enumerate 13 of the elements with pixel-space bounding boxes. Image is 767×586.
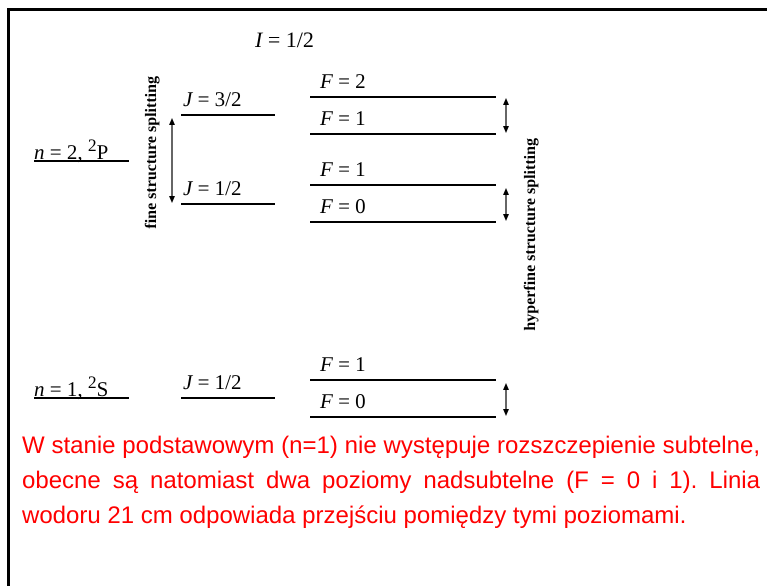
caption-text: W stanie podstawowym (n=1) nie występuje rozszczepienie subtelne, obecne są natomiast dwa poziomy nadsubtelne (F = 0 i 1). Linia wodoru 21 cm odpowiada przejściu pomiędzy tymi poziomami. [22,431,760,531]
energy-level: F = 1 [310,107,496,135]
splitting-label: fine structure splitting [143,76,161,229]
energy-level: J = 3/2 [181,88,275,116]
energy-level: J = 1/2 [181,177,275,205]
energy-level: F = 0 [310,390,496,418]
nuclear-spin-label: I = 1/2 [255,27,314,53]
energy-level: F = 1 [310,353,496,381]
energy-level: J = 1/2 [181,371,275,399]
energy-level: F = 1 [310,158,496,186]
energy-level: F = 2 [310,70,496,98]
splitting-label: hyperfine structure splitting [522,138,540,331]
energy-level: F = 0 [310,195,496,223]
